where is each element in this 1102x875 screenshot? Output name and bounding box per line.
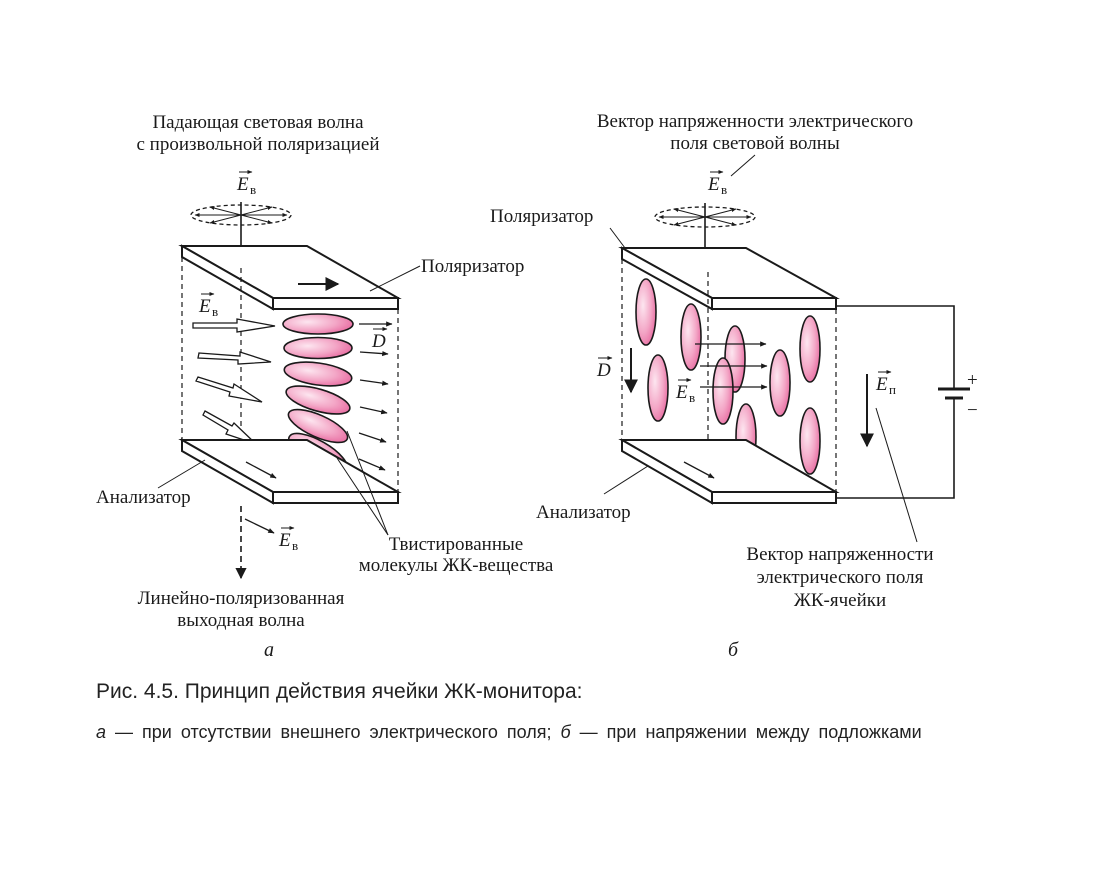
analyzer-label-a: Анализатор	[96, 487, 191, 508]
figure-caption-title: Рис. 4.5. Принцип действия ячейки ЖК-мон…	[96, 680, 583, 703]
analyzer-label-b: Анализатор	[536, 502, 631, 523]
molecules-label-line1: Твистированные	[389, 534, 523, 555]
caption-a-letter: а	[96, 722, 107, 742]
output-wave-label-line1: Линейно-поляризованная	[138, 588, 345, 609]
svg-text:E: E	[675, 382, 688, 403]
molecules-label-line2: молекулы ЖК-вещества	[359, 555, 554, 576]
caption-b-letter: б	[560, 722, 571, 742]
polarizer-label-a: Поляризатор	[421, 256, 524, 277]
output-e-vector-label: E в	[278, 526, 298, 553]
analyzer-plate-a	[178, 438, 402, 505]
svg-text:D: D	[371, 331, 386, 352]
cell-field-label-line3: ЖК-ячейки	[794, 590, 886, 611]
inner-e-vector-label-b: E в	[675, 378, 695, 405]
inner-e-vector-label: E в	[198, 292, 218, 319]
panel-b-letter: б	[728, 639, 739, 661]
output-wave-label-line2: выходная волна	[177, 610, 305, 631]
rotating-polarization-arrows	[192, 318, 276, 445]
svg-text:E: E	[875, 374, 888, 395]
figure-caption-text: а — при отсутствии внешнего электрическо…	[96, 720, 986, 745]
director-arrows-a	[358, 321, 393, 471]
caption-b-text: — при напряжении между подложками	[570, 722, 922, 742]
d-vector-label-b: D	[596, 356, 613, 381]
battery-plus: +	[967, 370, 978, 391]
vector-label-line1: Вектор напряженности электрического	[597, 111, 913, 132]
polarizer-plate-b	[618, 246, 840, 311]
cell-field-label-line2: электрического поля	[757, 567, 924, 588]
e-symbol: E	[236, 174, 249, 195]
polarizer-plate-a	[178, 244, 402, 311]
battery-minus: −	[967, 400, 978, 421]
battery-circuit	[836, 305, 970, 499]
caption-a-text: — при отсутствии внешнего электрического…	[106, 722, 561, 742]
analyzer-plate-b	[618, 438, 840, 505]
svg-text:в: в	[292, 538, 298, 553]
transmitted-light-arrows	[695, 341, 768, 390]
d-vector-label-a: D	[371, 327, 388, 352]
svg-text:в: в	[689, 390, 695, 405]
cell-edges-b	[621, 259, 837, 492]
svg-text:E: E	[278, 530, 291, 551]
svg-text:в: в	[721, 182, 727, 197]
panel-a: Падающая световая волна с произвольной п…	[96, 112, 554, 661]
svg-text:E: E	[707, 174, 720, 195]
output-polarization-arrow	[244, 518, 275, 534]
aligned-lc-molecules	[635, 278, 821, 475]
svg-text:в: в	[212, 304, 218, 319]
panel-a-letter: а	[264, 639, 274, 661]
e-subscript: в	[250, 182, 256, 197]
svg-text:E: E	[198, 296, 211, 317]
vector-label-line2: поля световой волны	[670, 133, 840, 154]
svg-text:D: D	[596, 360, 611, 381]
svg-text:п: п	[889, 382, 896, 397]
incident-e-vector-label-b: E в	[707, 170, 727, 197]
incident-e-vector-label: E в	[236, 170, 256, 197]
polarizer-label-b: Поляризатор	[490, 206, 593, 227]
cell-field-label-line1: Вектор напряженности	[746, 544, 933, 565]
panel-b: Вектор напряженности электрического поля…	[490, 111, 978, 661]
cell-field-vector-label: E п	[875, 370, 896, 397]
incident-wave-label-line1: Падающая световая волна	[152, 112, 364, 133]
lcd-cell-diagram: Падающая световая волна с произвольной п…	[96, 111, 978, 661]
incident-wave-label-line2: с произвольной поляризацией	[136, 134, 379, 155]
